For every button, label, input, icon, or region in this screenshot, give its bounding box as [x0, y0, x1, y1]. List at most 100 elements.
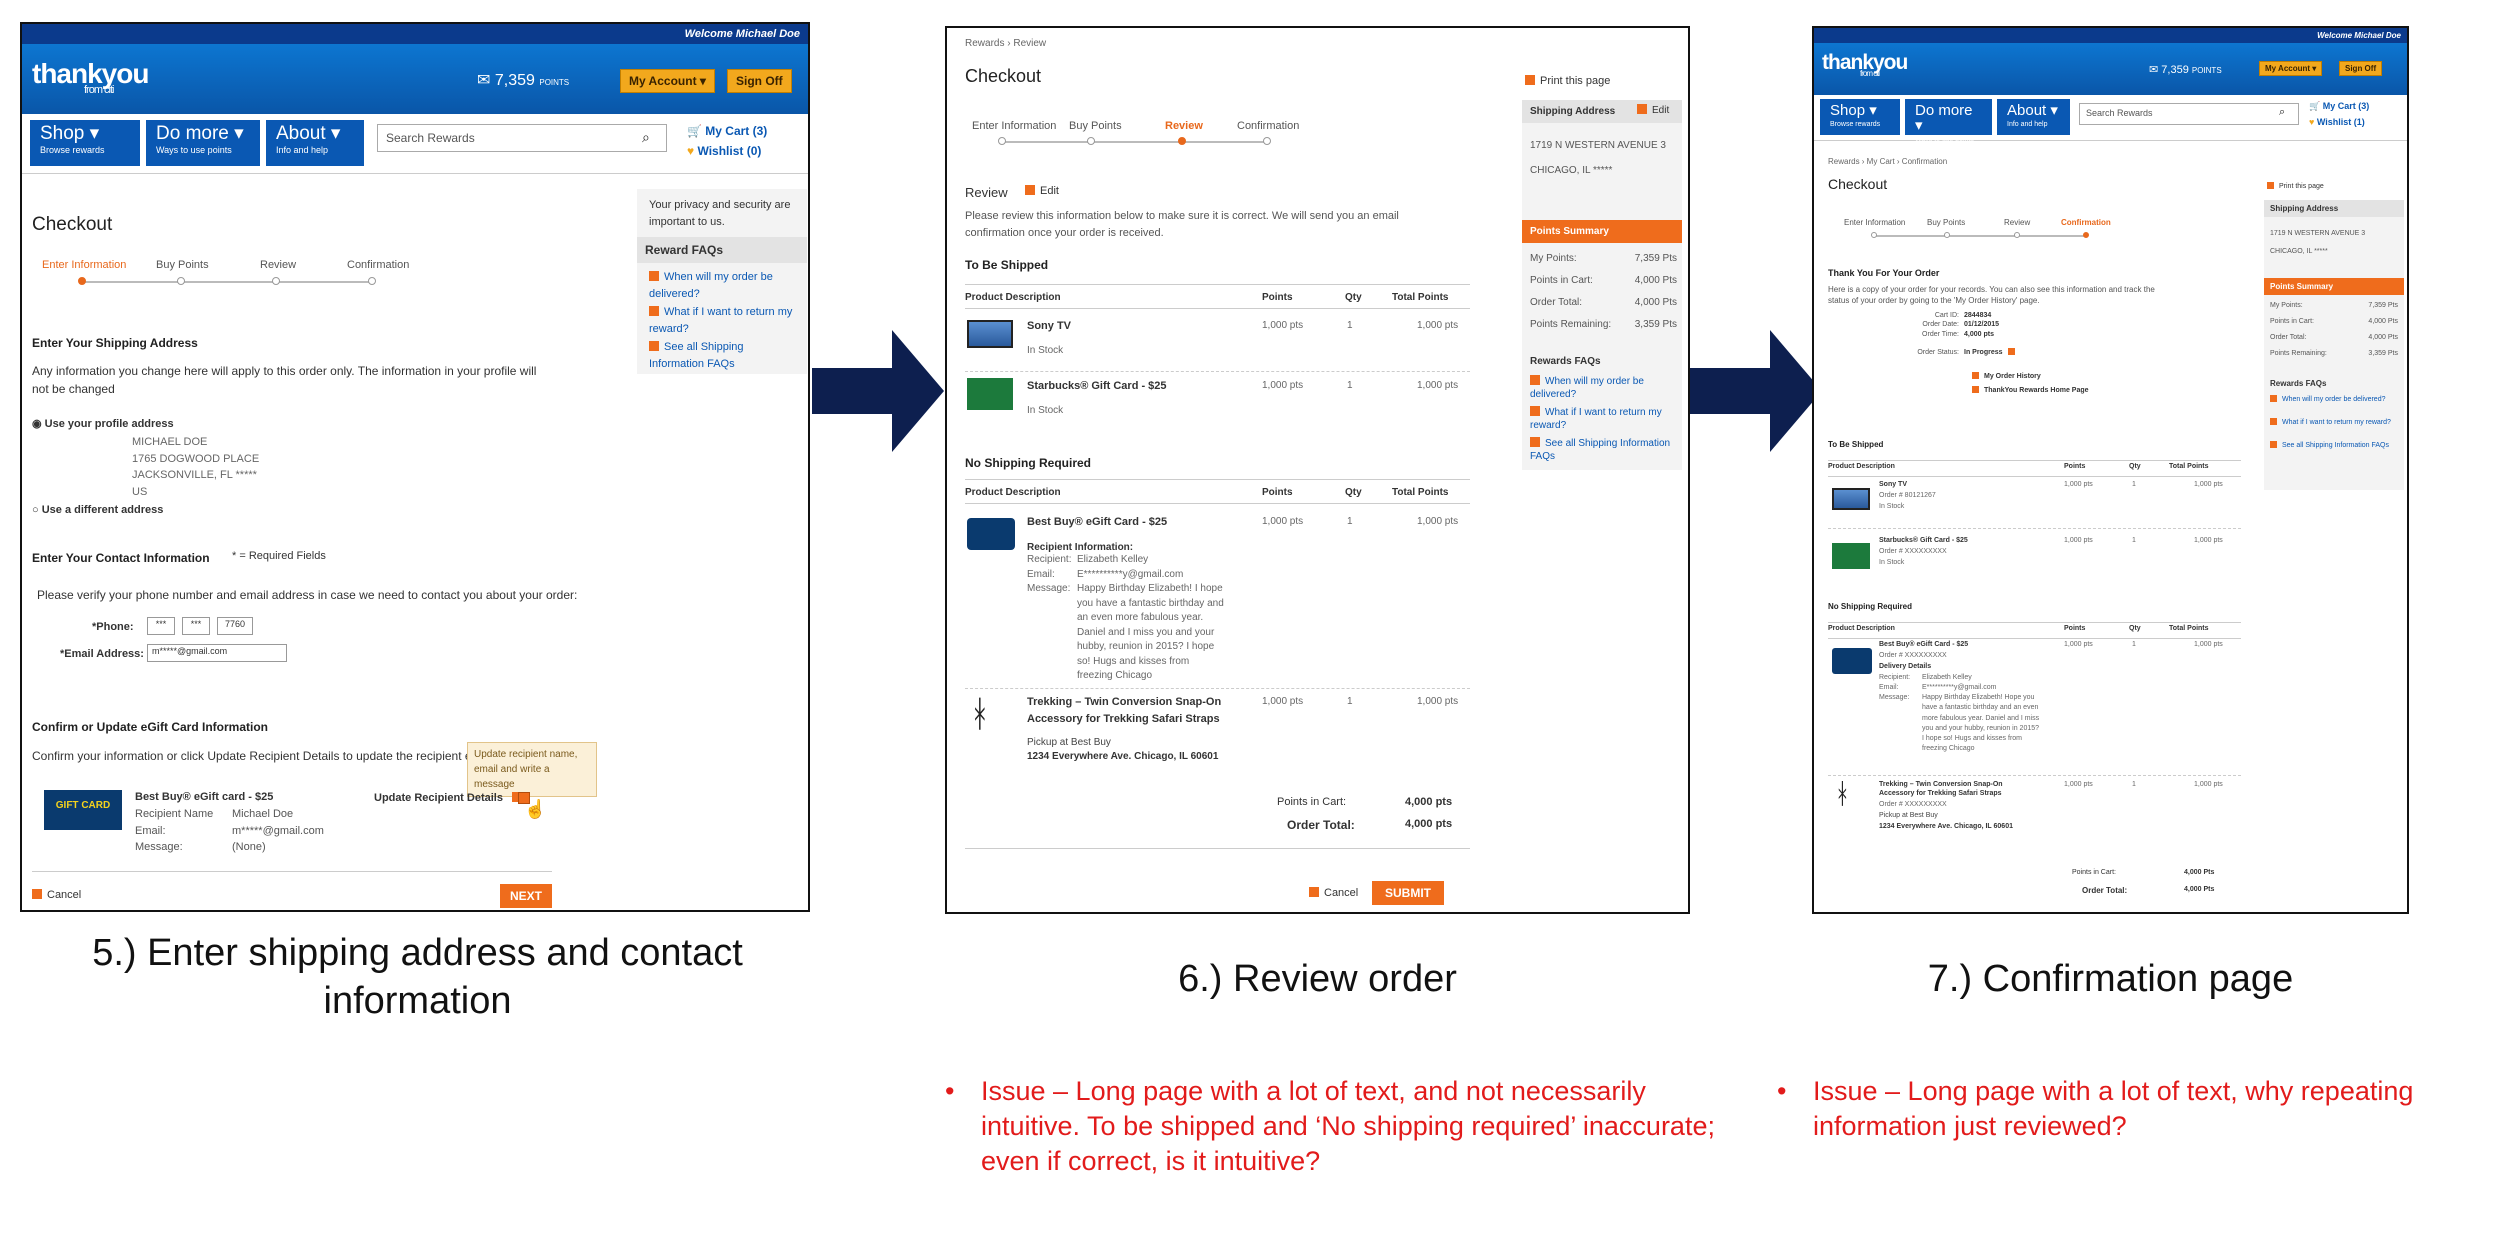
step-dot-2 — [1944, 232, 1950, 238]
different-address-radio[interactable]: ○ Use a different address — [32, 504, 164, 516]
print-link[interactable]: Print this page — [2267, 182, 2324, 193]
pickup-label: Pickup at Best Buy — [1027, 737, 1111, 748]
table-divider — [1828, 460, 2241, 461]
nav-shop[interactable]: Shop ▾Browse rewards — [1820, 99, 1900, 135]
order-status-label: Order Status: — [1917, 349, 1959, 356]
step-label-1: Enter Information — [42, 259, 127, 271]
update-recipient-link[interactable]: Update Recipient Details — [374, 790, 527, 807]
delivery-heading: Delivery Details — [1879, 663, 1932, 670]
search-input[interactable]: Search Rewards — [377, 124, 667, 152]
table-row-name: Trekking – Twin Conversion Snap-On Acces… — [1879, 781, 2003, 798]
faq-link-3[interactable]: See all Shipping Information FAQs — [649, 341, 744, 370]
rewards-home-link[interactable]: ThankYou Rewards Home Page — [1972, 386, 2089, 397]
col-qty: Qty — [1345, 487, 1362, 498]
faq-link-1[interactable]: When will my order be delivered? — [649, 271, 773, 300]
step-dot-2 — [177, 277, 185, 285]
table-divider — [1828, 476, 2241, 477]
profile-address-radio[interactable]: ◉ Use your profile address — [32, 418, 174, 430]
faq-link-1[interactable]: When will my order be delivered? — [1530, 375, 1644, 400]
submit-button[interactable]: SUBMIT — [1372, 881, 1444, 905]
points-summary-labels: My Points:Points in Cart:Order Total:Poi… — [2270, 302, 2327, 358]
caption-step-5: 5.) Enter shipping address and contact i… — [92, 932, 743, 1022]
search-icon[interactable]: ⌕ — [642, 129, 650, 145]
step-dot-3 — [1178, 137, 1186, 145]
starbucks-card-image — [1832, 543, 1870, 569]
recipient-heading: Recipient Information: — [1027, 542, 1134, 553]
step-label-3: Review — [260, 259, 297, 271]
table-row-stock: In Stock — [1027, 405, 1064, 416]
table-row-points: 1,000 pts — [1262, 696, 1304, 707]
faq-link-3[interactable]: See all Shipping Information FAQs — [2270, 441, 2398, 450]
phone-line-input[interactable]: 7760 — [217, 617, 253, 635]
contact-heading: Enter Your Contact Information — [32, 551, 210, 565]
step-dot-3 — [272, 277, 280, 285]
faq-link-3[interactable]: See all Shipping Information FAQs — [1530, 437, 1671, 462]
sign-off-button[interactable]: Sign Off — [727, 69, 792, 93]
table-row-points: 1,000 pts — [2064, 481, 2093, 488]
faq-link-2[interactable]: What if I want to return my reward? — [1530, 406, 1662, 431]
phone-area-input[interactable]: *** — [147, 617, 175, 635]
col-points: Points — [1262, 292, 1293, 303]
table-row-qty: 1 — [2132, 537, 2136, 544]
wishlist-link[interactable]: ♥ Wishlist (0) — [687, 144, 762, 158]
search-input[interactable]: Search Rewards — [2079, 103, 2299, 125]
best-buy-card-image — [967, 518, 1015, 550]
faq-title: Reward FAQs — [637, 237, 807, 263]
cancel-link[interactable]: Cancel — [1309, 885, 1358, 902]
nav-shop[interactable]: Shop ▾Browse rewards — [30, 120, 140, 166]
wishlist-link[interactable]: ♥ Wishlist (1) — [2309, 117, 2365, 127]
next-button[interactable]: NEXT — [500, 884, 552, 908]
screenshot-review-order: Rewards › Review Checkout Enter Informat… — [945, 26, 1690, 914]
my-cart-link[interactable]: 🛒 My Cart (3) — [687, 124, 768, 138]
points-balance[interactable]: ✉ 7,359 POINTS — [477, 72, 570, 89]
edit-shipping-link[interactable]: Edit — [1637, 103, 1669, 118]
best-buy-card-image — [1832, 648, 1872, 674]
edit-icon[interactable] — [518, 792, 530, 804]
step-label-3: Review — [1165, 120, 1203, 132]
cancel-link[interactable]: Cancel — [32, 887, 81, 904]
points-in-cart-value: 4,000 pts — [1405, 796, 1453, 808]
nav-do-more[interactable]: Do more ▾Ways to use points — [1905, 99, 1992, 143]
table-row-qty: 1 — [2132, 481, 2136, 488]
edit-review-link[interactable]: Edit — [1025, 183, 1059, 200]
order-history-link[interactable]: My Order History — [1972, 372, 2041, 383]
col-qty: Qty — [1345, 292, 1362, 303]
sony-tv-image — [967, 320, 1013, 348]
nav-do-more[interactable]: Do more ▾Ways to use points — [146, 120, 260, 166]
points-balance[interactable]: ✉ 7,359 POINTS — [2149, 64, 2222, 76]
faq-link-2[interactable]: What if I want to return my reward? — [649, 306, 793, 335]
sony-tv-image — [1832, 488, 1870, 510]
print-link[interactable]: Print this page — [1525, 73, 1610, 90]
table-row-qty: 1 — [2132, 781, 2136, 788]
nav-about[interactable]: About ▾Info and help — [1997, 99, 2070, 135]
table-divider — [965, 479, 1470, 480]
col-total: Total Points — [2169, 625, 2209, 632]
table-row-total: 1,000 pts — [1417, 320, 1459, 331]
nav-about[interactable]: About ▾Info and help — [266, 120, 364, 166]
table-row-points: 1,000 pts — [2064, 781, 2093, 788]
phone-prefix-input[interactable]: *** — [182, 617, 210, 635]
col-total: Total Points — [1392, 292, 1449, 303]
my-account-button[interactable]: My Account ▾ — [2259, 61, 2323, 76]
breadcrumb: Rewards › Review — [965, 38, 1047, 49]
table-row-total: 1,000 pts — [1417, 380, 1459, 391]
faq-link-2[interactable]: What if I want to return my reward? — [2270, 418, 2398, 427]
my-cart-link[interactable]: 🛒 My Cart (3) — [2309, 101, 2370, 111]
faq-link-1[interactable]: When will my order be delivered? — [2270, 395, 2398, 404]
search-icon[interactable]: ⌕ — [2279, 106, 2286, 118]
table-row-total: 1,000 pts — [2194, 641, 2223, 648]
progress-steps — [1002, 141, 1267, 143]
sign-off-button[interactable]: Sign Off — [2339, 61, 2383, 76]
shipping-note: Any information you change here will app… — [32, 364, 537, 396]
table-divider — [1828, 622, 2241, 623]
my-account-button[interactable]: My Account ▾ — [620, 69, 715, 93]
order-total-value: 4,000 pts — [1405, 818, 1453, 830]
email-field[interactable]: m*****@gmail.com — [147, 644, 287, 662]
step-label-2: Buy Points — [156, 259, 209, 271]
order-meta-labels: Cart ID:Order Date:Order Time: — [1922, 312, 1959, 338]
